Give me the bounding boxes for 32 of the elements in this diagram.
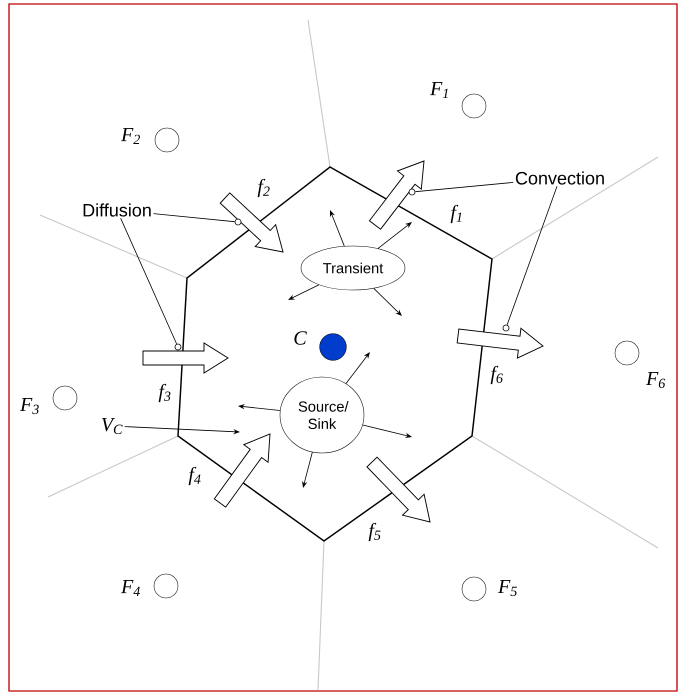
arrow (378, 222, 412, 249)
node-label: f$_{5}$ (368, 522, 381, 542)
open-circle (614, 340, 640, 366)
arrow (373, 288, 402, 316)
node-label: f$_{4}$ (188, 466, 201, 486)
block-arrow (456, 324, 544, 359)
annotation-text: Diffusion (84, 203, 151, 217)
open-circle (154, 128, 180, 152)
node-label: f$_{3}$ (158, 384, 170, 402)
block-arrow (368, 160, 425, 230)
block-arrow (214, 433, 271, 508)
filled-circle (319, 333, 347, 361)
open-circle (52, 386, 78, 410)
node-label: f$_{6}$ (490, 366, 503, 384)
annotation-text: Convection (516, 171, 604, 185)
node-label: C (294, 331, 307, 345)
ellipse-node: Transient (300, 246, 406, 290)
open-circle (462, 94, 486, 118)
node-label: F$_{1}$ (430, 82, 448, 98)
arrow (346, 352, 370, 384)
node-label: F$_{4}$ (120, 580, 140, 596)
ellipse-node: Source/ Sink (280, 376, 364, 454)
variable-label: V$_{C}$ (102, 418, 123, 434)
block-arrow (142, 342, 229, 374)
open-circle (154, 574, 178, 598)
node-label: f$_{1}$ (450, 204, 462, 224)
node-label: F$_{2}$ (120, 128, 140, 144)
node-label: F$_{3}$ (20, 398, 39, 414)
node-label: F$_{6}$ (646, 372, 666, 388)
node-label: F$_{5}$ (498, 580, 517, 596)
node-label: f$_{2}$ (258, 178, 270, 198)
open-circle (462, 576, 486, 602)
